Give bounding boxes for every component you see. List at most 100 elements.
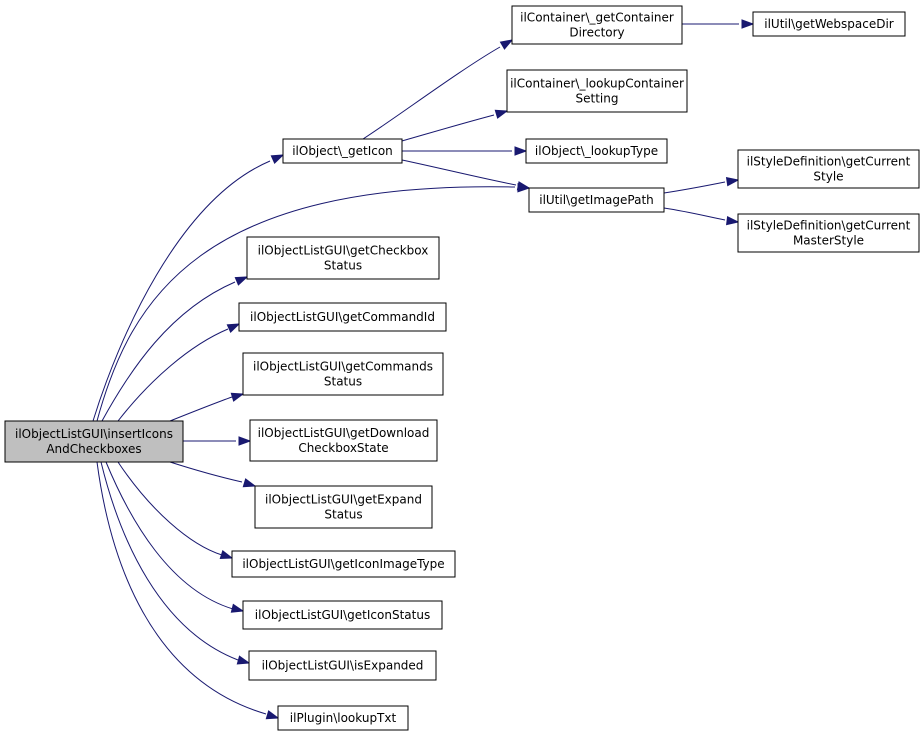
node-label: Status	[324, 375, 362, 389]
arrowhead-icon	[236, 655, 251, 665]
node-label: Status	[324, 508, 362, 522]
node-label: AndCheckboxes	[46, 442, 141, 456]
edge-root-to-get-icon-status	[105, 461, 245, 613]
edge-root-to-get-icon	[92, 154, 285, 422]
node-label: ilPlugin\lookupTxt	[290, 711, 397, 725]
node-box	[277, 705, 409, 731]
node-box	[525, 138, 668, 164]
node-label: ilObjectListGUI\insertIcons	[15, 427, 173, 441]
edge-root-to-get-checkbox-status	[101, 276, 249, 422]
node-label: ilStyleDefinition\getCurrent	[747, 219, 911, 233]
node-get-webspace-dir[interactable]: ilUtil\getWebspaceDir	[752, 11, 906, 37]
edge-line	[362, 46, 501, 140]
node-label: Status	[324, 259, 362, 273]
edge-line	[96, 186, 516, 422]
node-label: ilContainer\_getContainer	[520, 11, 674, 25]
edge-root-to-get-icon-image-type	[117, 461, 234, 559]
node-lookup-txt[interactable]: ilPlugin\lookupTxt	[277, 705, 409, 731]
node-box	[248, 650, 437, 681]
edge-line	[663, 181, 726, 194]
arrowhead-icon	[725, 177, 740, 187]
node-label: ilContainer\_lookupContainer	[510, 77, 684, 91]
edge-get-image-path-to-get-current-style	[663, 177, 740, 194]
arrowhead-icon	[226, 323, 241, 334]
arrowhead-icon	[499, 39, 514, 50]
edge-root-to-get-download-checkbox-state	[183, 436, 252, 446]
node-box	[737, 213, 920, 253]
edge-get-icon-to-lookup-container-setting	[401, 109, 509, 142]
node-box	[506, 69, 688, 113]
node-is-expanded[interactable]: ilObjectListGUI\isExpanded	[248, 650, 437, 681]
arrowhead-icon	[230, 392, 245, 402]
edge-get-container-directory-to-get-webspace-dir	[682, 19, 755, 29]
node-get-command-id[interactable]: ilObjectListGUI\getCommandId	[238, 302, 447, 332]
arrowhead-icon	[726, 215, 740, 226]
arrowhead-icon	[234, 276, 249, 286]
arrowhead-icon	[494, 109, 509, 119]
node-label: ilObjectListGUI\isExpanded	[262, 659, 424, 673]
node-get-image-path[interactable]: ilUtil\getImagePath	[528, 187, 665, 213]
edge-line	[401, 159, 517, 186]
node-label: ilUtil\getImagePath	[539, 193, 654, 207]
arrowhead-icon	[270, 154, 285, 165]
node-label: ilObjectListGUI\getDownload	[258, 426, 430, 440]
node-label: ilObject\_lookupType	[535, 144, 658, 158]
node-label: Directory	[569, 26, 624, 40]
edge-line	[401, 114, 495, 142]
node-box	[528, 187, 665, 213]
node-label: ilObject\_getIcon	[292, 144, 393, 158]
node-box	[511, 5, 683, 45]
node-label: ilObjectListGUI\getIconImageType	[242, 557, 444, 571]
node-label: ilStyleDefinition\getCurrent	[747, 155, 911, 169]
node-get-icon-image-type[interactable]: ilObjectListGUI\getIconImageType	[231, 550, 456, 578]
node-box	[238, 302, 447, 332]
edge-line	[92, 160, 271, 422]
arrowhead-icon	[230, 603, 245, 613]
arrowhead-icon	[516, 181, 531, 191]
edge-get-icon-to-get-image-path	[401, 159, 531, 191]
edge-line	[100, 461, 239, 661]
edge-line	[96, 461, 267, 715]
arrowhead-icon	[238, 436, 252, 446]
node-box	[282, 138, 403, 164]
edge-line	[663, 207, 726, 221]
node-box	[249, 419, 438, 462]
node-label: ilObjectListGUI\getCommandId	[250, 310, 435, 324]
edge-line	[169, 461, 243, 483]
node-label: ilUtil\getWebspaceDir	[764, 17, 894, 31]
node-label: MasterStyle	[793, 234, 864, 248]
edge-line	[117, 328, 229, 422]
edge-line	[105, 461, 234, 610]
node-get-icon[interactable]: ilObject\_getIcon	[282, 138, 403, 164]
arrowhead-icon	[242, 478, 257, 488]
node-label: ilObjectListGUI\getCommands	[253, 360, 433, 374]
arrowhead-icon	[219, 550, 234, 559]
node-label: ilObjectListGUI\getExpand	[265, 493, 422, 507]
node-lookup-type[interactable]: ilObject\_lookupType	[525, 138, 668, 164]
node-box	[242, 600, 443, 630]
node-box	[4, 420, 184, 463]
node-box	[254, 485, 433, 529]
node-label: Setting	[576, 92, 619, 106]
node-label: ilObjectListGUI\getIconStatus	[255, 608, 430, 622]
node-get-icon-status[interactable]: ilObjectListGUI\getIconStatus	[242, 600, 443, 630]
edge-root-to-is-expanded	[100, 461, 251, 665]
edge-line	[101, 281, 236, 422]
edge-line	[117, 461, 223, 556]
edge-line	[169, 396, 233, 422]
arrowhead-icon	[741, 19, 755, 29]
node-box	[737, 149, 920, 189]
edge-get-image-path-to-get-current-master-style	[663, 207, 740, 226]
edge-get-icon-to-get-container-directory	[362, 39, 514, 140]
node-label: ilObjectListGUI\getCheckbox	[258, 244, 429, 258]
